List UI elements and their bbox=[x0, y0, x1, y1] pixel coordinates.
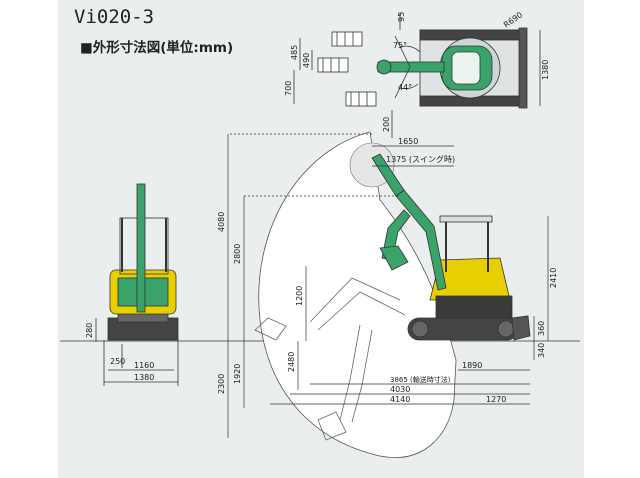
top-view-offset-bucket-upper bbox=[331, 31, 363, 47]
side-view-bucket bbox=[379, 245, 409, 271]
side-view-machine bbox=[371, 153, 531, 341]
label-1650: 1650 bbox=[398, 137, 418, 146]
label-2410: 2410 bbox=[549, 268, 558, 288]
label-3865: 3865 (輸送時寸法) bbox=[390, 375, 451, 384]
label-360: 360 bbox=[537, 321, 546, 336]
side-view-sprocket bbox=[497, 320, 515, 338]
model-title: Vi020-3 bbox=[74, 6, 155, 28]
label-95: 95 bbox=[397, 12, 406, 22]
label-1380-top: 1380 bbox=[541, 60, 550, 80]
side-view-arm-upper bbox=[371, 153, 405, 197]
side-view-blade bbox=[511, 315, 531, 341]
label-1270: 1270 bbox=[486, 395, 506, 404]
label-r690: R690 bbox=[502, 10, 524, 29]
label-1380-front: 1380 bbox=[134, 373, 154, 382]
label-2300: 2300 bbox=[217, 374, 226, 394]
front-view bbox=[95, 183, 179, 386]
top-view-angle-arc-75 bbox=[399, 45, 421, 53]
dimension-drawing-heading: ■外形寸法図(単位:mm) bbox=[80, 40, 234, 56]
label-485: 485 bbox=[290, 45, 299, 60]
label-340: 340 bbox=[537, 343, 546, 358]
ghost-arm-vertical bbox=[339, 324, 361, 421]
label-44deg: 44° bbox=[398, 83, 412, 92]
top-view-swing-line-right bbox=[394, 66, 411, 99]
label-4030: 4030 bbox=[390, 385, 410, 394]
top-view-angle-arc-44 bbox=[399, 83, 419, 90]
label-4080: 4080 bbox=[217, 212, 226, 232]
top-view-blade bbox=[518, 27, 528, 109]
ghost-bucket-horizontal bbox=[254, 317, 287, 341]
ghost-arm-horizontal bbox=[309, 277, 401, 323]
label-250: 250 bbox=[110, 357, 125, 366]
side-view-idler bbox=[411, 320, 429, 338]
top-view-offset-bucket-middle bbox=[317, 57, 349, 73]
side-view-labels: 1650 1375 (スイング時) 4080 2800 1200 2480 19… bbox=[217, 137, 558, 404]
ghost-bucket-low bbox=[317, 411, 347, 441]
label-4140: 4140 bbox=[390, 395, 410, 404]
front-view-labels: 280 250 1160 1380 bbox=[85, 323, 154, 382]
top-view-swing-line-left bbox=[394, 35, 411, 68]
label-200: 200 bbox=[382, 117, 391, 132]
label-2480: 2480 bbox=[287, 352, 296, 372]
side-view-frame bbox=[435, 295, 513, 319]
side-view-dimension-lines bbox=[227, 133, 549, 438]
side-view-attachment-ghosts bbox=[254, 277, 406, 441]
top-view-offset-bucket-lower bbox=[345, 91, 377, 107]
top-view-seat bbox=[451, 51, 481, 85]
top-view bbox=[293, 12, 541, 138]
label-1160: 1160 bbox=[134, 361, 154, 370]
label-2800: 2800 bbox=[233, 244, 242, 264]
ghost-arm-horizontal-inner bbox=[317, 291, 406, 331]
label-280: 280 bbox=[85, 323, 94, 338]
label-1890: 1890 bbox=[462, 361, 482, 370]
label-1920: 1920 bbox=[233, 364, 242, 384]
top-view-labels: 95 R690 485 490 700 75° 44° 200 1380 bbox=[284, 10, 550, 132]
front-view-boom bbox=[136, 183, 146, 313]
side-view-canopy-roof bbox=[439, 215, 493, 223]
label-1200: 1200 bbox=[295, 286, 304, 306]
label-490: 490 bbox=[302, 53, 311, 68]
label-75deg: 75° bbox=[393, 41, 407, 50]
label-1375: 1375 (スイング時) bbox=[386, 154, 455, 164]
ghost-arm-vertical-inner bbox=[351, 329, 373, 423]
label-700: 700 bbox=[284, 81, 293, 96]
top-view-bucket-pin bbox=[376, 59, 392, 75]
